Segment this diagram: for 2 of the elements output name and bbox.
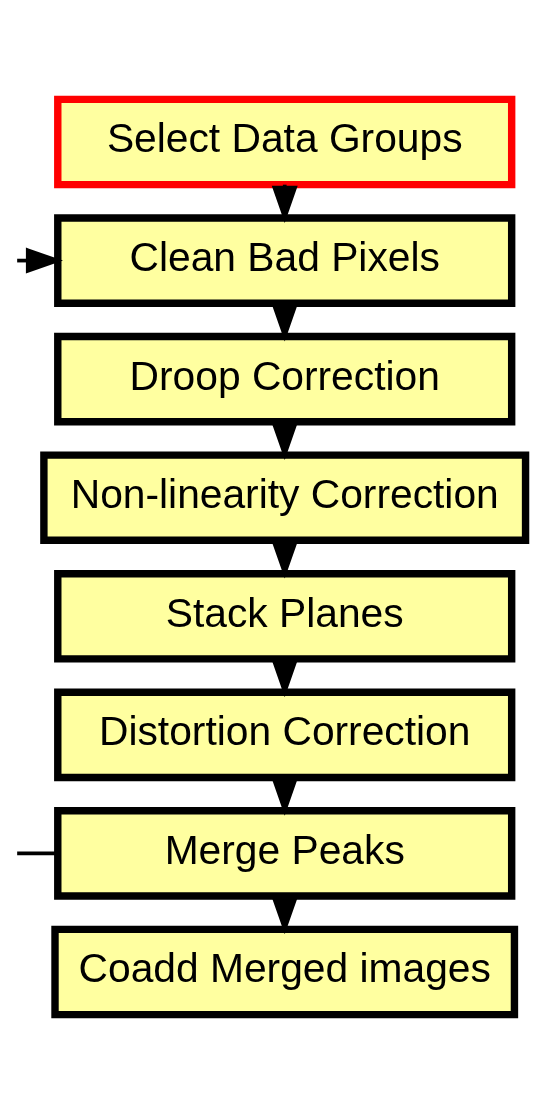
node-box: Coadd Merged images: [51, 925, 519, 1018]
connector: [17, 851, 58, 855]
